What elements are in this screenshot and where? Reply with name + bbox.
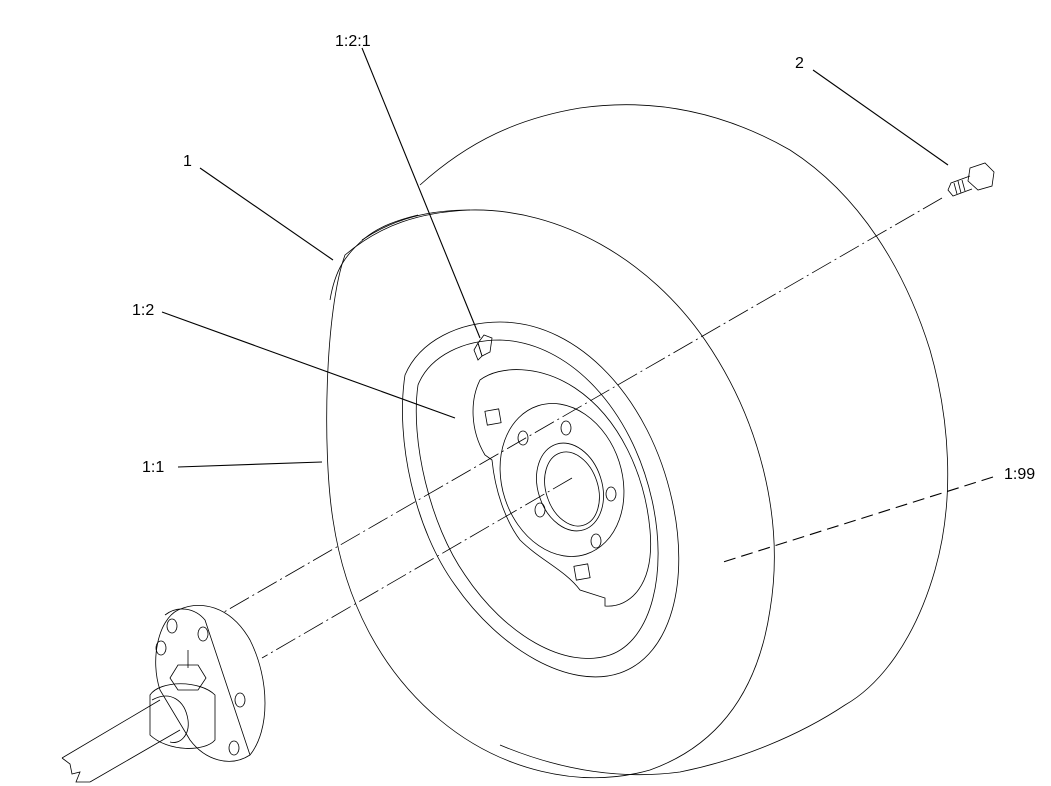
hub-center-bore-inner — [544, 451, 600, 527]
tire-outer-silhouette — [419, 104, 949, 776]
lug-hole — [590, 533, 602, 549]
callout-1-1: 1:1 — [142, 459, 164, 476]
callout-1-2-1: 1:2:1 — [335, 33, 371, 50]
valve-stem-cap — [473, 341, 483, 361]
flange-hole — [166, 618, 178, 634]
hub-flange — [155, 605, 266, 762]
callout-1: 1 — [183, 153, 192, 170]
bolt-thread — [953, 179, 966, 195]
tire — [326, 104, 949, 779]
axle-shaft — [61, 695, 189, 783]
leader-lines — [161, 47, 994, 564]
bolt-head — [967, 162, 995, 191]
alignment-lines — [223, 197, 943, 659]
valve-stem-body — [477, 334, 493, 357]
callout-1-99: 1:99 — [1004, 466, 1035, 483]
leader-1-99 — [719, 476, 994, 564]
lug-hole — [517, 430, 529, 446]
leader-1-1 — [177, 461, 323, 468]
wheel-rim — [402, 321, 680, 678]
bolt-axis-line — [223, 197, 943, 613]
lug-hole — [560, 420, 572, 436]
callouts: 1:2:1 2 1 1:2 1:1 1:99 — [132, 33, 1035, 483]
leader-1 — [199, 167, 334, 261]
tire-sidewall-inner — [361, 209, 471, 241]
rim-outer — [402, 321, 680, 678]
rim-inner-edge — [415, 339, 659, 659]
tire-sidewall-outer — [326, 209, 775, 779]
rim-center-disc — [472, 369, 652, 607]
hub-center-bore — [536, 442, 604, 532]
rim-square-hole — [573, 563, 591, 581]
axle-hub — [149, 605, 266, 762]
hub-bolt-circle — [499, 403, 625, 557]
flange-hole — [155, 640, 167, 656]
lug-hole — [534, 502, 546, 518]
lug-bolt — [947, 162, 995, 197]
callout-1-2: 1:2 — [132, 302, 154, 319]
valve-stem — [473, 334, 493, 361]
rim-square-hole — [484, 408, 502, 426]
tire-shoulder-line — [329, 214, 419, 301]
callout-2: 2 — [795, 55, 804, 72]
leader-1-2-1 — [361, 47, 481, 339]
axle-shaft-body — [61, 699, 181, 783]
lug-hole — [605, 486, 617, 502]
flange-hole — [197, 626, 209, 642]
hub-spindle — [149, 683, 216, 749]
hub-flange-face — [164, 608, 251, 756]
leader-2 — [812, 69, 949, 166]
leader-1-2 — [161, 311, 456, 419]
bolt-shank — [947, 175, 973, 197]
axle-collar — [151, 695, 189, 743]
castle-nut — [169, 664, 207, 691]
axle-shaft-break — [61, 757, 90, 783]
flange-hole — [234, 692, 246, 708]
flange-hole — [228, 740, 240, 756]
hub-axis-line — [261, 477, 573, 659]
